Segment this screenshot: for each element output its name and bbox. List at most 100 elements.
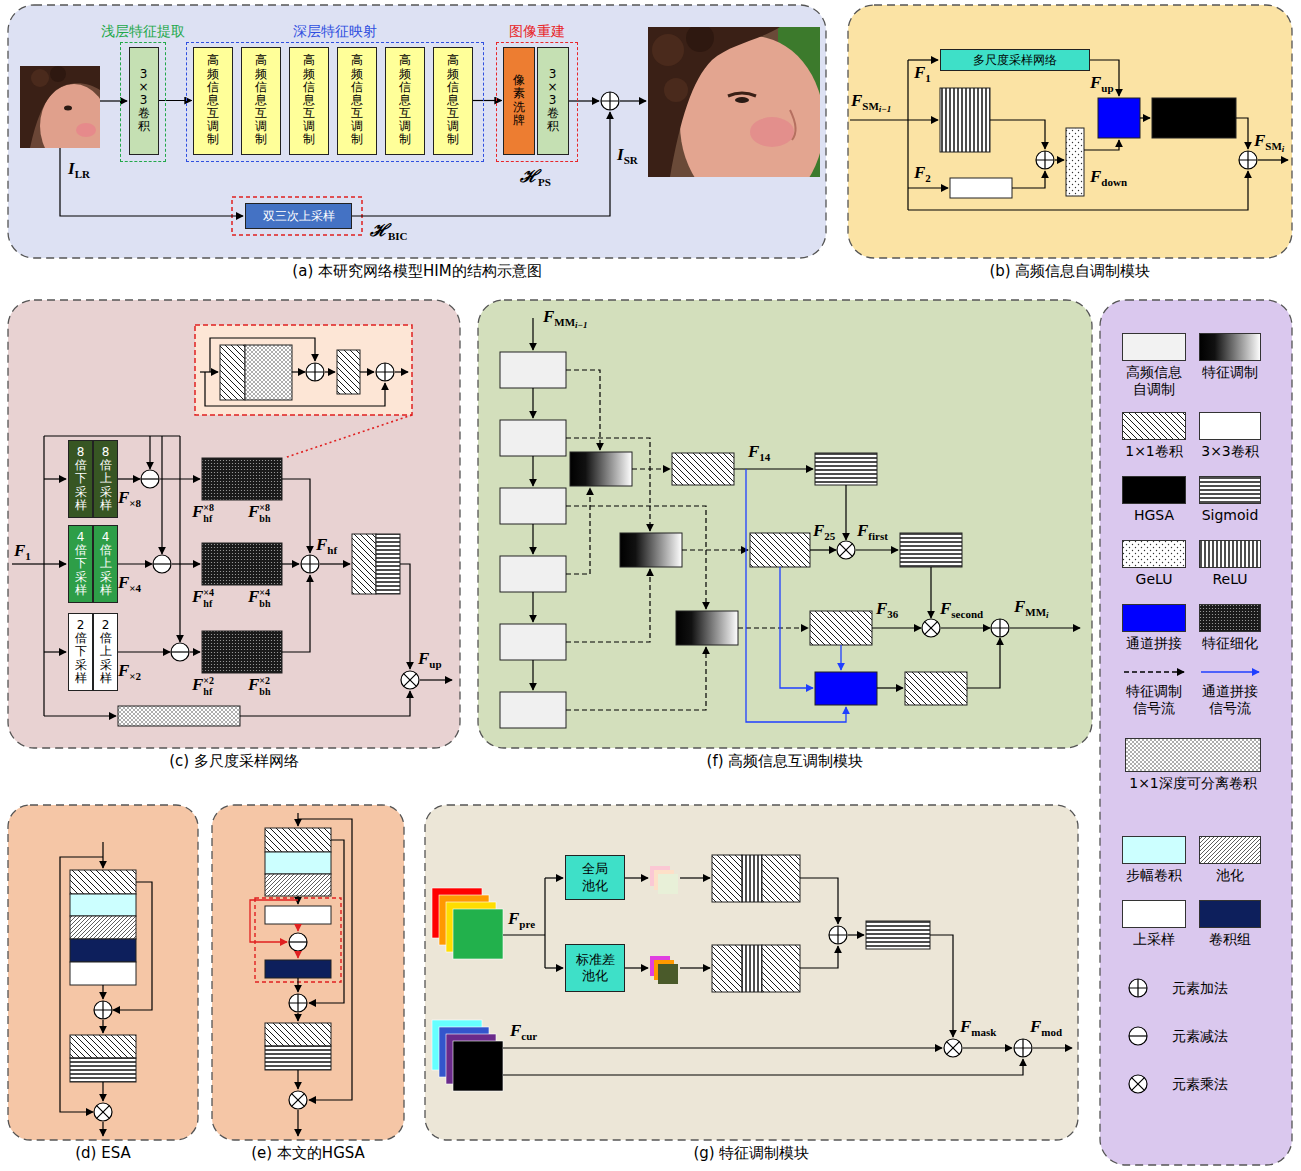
figure-path (102, 842, 103, 868)
figure-path (118, 563, 152, 564)
figure-path (102, 985, 103, 999)
figure-rect (500, 556, 566, 592)
panel-caption: (f) 高频信息互调制模块 (478, 752, 1092, 771)
signal-label: Fpre (508, 910, 535, 927)
figure-use (1014, 1039, 1032, 1057)
figure-path (44, 651, 66, 652)
figure-rect (70, 870, 136, 894)
math-part: bh (259, 514, 270, 525)
math-part: MMi−1 (554, 316, 587, 328)
figure-rect (762, 945, 800, 992)
panel-caption: (c) 多尺度采样网络 (8, 752, 460, 771)
figure-path (282, 479, 310, 553)
module-box: 高频信息互调制 (433, 47, 473, 155)
math-part: hf (203, 514, 214, 525)
figure-path (810, 549, 836, 550)
legend-pattern (1123, 541, 1186, 568)
box-label: 标准差池化 (574, 952, 616, 985)
math-part: LR (75, 168, 90, 180)
math-part: F (857, 521, 868, 540)
conv-box: 3×3卷积 (129, 47, 159, 155)
math-part: F (914, 163, 925, 182)
figure-rect (202, 458, 282, 500)
group-heading: 图像重建 (509, 23, 565, 41)
figure-path (282, 575, 310, 652)
panel-caption: (d) ESA (8, 1144, 198, 1162)
math-part: F (1254, 131, 1265, 150)
math-part: F (192, 587, 203, 606)
figure-path (210, 338, 315, 372)
figure-use (94, 1103, 112, 1121)
sampling-box: 2倍上采样 (93, 613, 118, 691)
legend-swatch (1122, 476, 1186, 504)
figure-rect (815, 453, 877, 485)
stage-group: 深层特征映射高频信息互调制高频信息互调制高频信息互调制高频信息互调制高频信息互调… (186, 42, 484, 162)
figure-rect (658, 874, 678, 894)
math-part: PS (538, 176, 551, 188)
panel-a-art (20, 24, 824, 235)
legend-swatch (1122, 333, 1186, 361)
signal-label: F×2 (118, 662, 141, 679)
figure-path (632, 468, 670, 469)
math-part: second (951, 608, 983, 620)
figure-rect (265, 1023, 331, 1046)
figure-rect (500, 692, 566, 728)
panel-caption: (g) 特征调制模块 (425, 1144, 1078, 1163)
legend-text: 步幅卷积 (1122, 867, 1186, 884)
math-part: mask (971, 1026, 996, 1038)
math-part: 1 (25, 550, 31, 562)
box-label: 高频信息互调制 (399, 54, 411, 146)
math-part: up (429, 658, 441, 670)
figure-path (532, 524, 533, 554)
legend-swatch (1199, 412, 1261, 440)
figure-path (284, 415, 412, 458)
figure-rect (1100, 300, 1292, 1165)
figure-rect (337, 350, 360, 394)
legend-entry: 步幅卷积 (1122, 836, 1186, 884)
legend-text: 1×1卷积 (1122, 443, 1186, 460)
figure-path (856, 549, 898, 550)
operator-symbol (1129, 979, 1147, 997)
figure-path (780, 567, 813, 688)
figure-path (746, 469, 846, 722)
figure-rect (1066, 128, 1084, 196)
figure-use (289, 1091, 307, 1109)
box-label: 3×3卷积 (547, 68, 559, 134)
figure-use (944, 1039, 962, 1057)
figure-ellipse (735, 97, 749, 103)
figure-path (840, 645, 841, 670)
figure-path (118, 478, 140, 479)
math-part: i−1 (575, 320, 587, 330)
legend-text: 元素加法 (1172, 980, 1228, 997)
figure-rect (950, 178, 1012, 198)
math-part: F (960, 1017, 971, 1036)
legend-pattern (1200, 837, 1261, 864)
box-label: 高频信息互调制 (207, 54, 219, 146)
conv-box: 3×3卷积 (537, 47, 569, 155)
stage-group: 图像重建像素洗牌3×3卷积 (496, 42, 578, 162)
figure-path (503, 1047, 942, 1048)
math-part: ×8 (203, 503, 214, 514)
sampling-box: 2倍下采样 (68, 613, 93, 691)
signal-label: ISR (617, 146, 638, 163)
figure-path (320, 563, 350, 564)
math-part: F (192, 502, 203, 521)
signal-label: Fsecond (940, 600, 983, 617)
legend-pattern (1126, 739, 1261, 772)
figure-path (297, 1070, 298, 1089)
box-label: 像素洗牌 (513, 74, 525, 127)
figure-rect (245, 345, 292, 400)
figure-rect (202, 631, 282, 673)
math-part: hf (327, 544, 337, 556)
math-part: F (508, 909, 519, 928)
figure-rect (70, 962, 136, 985)
math-part: F (543, 307, 554, 326)
figure-rect (712, 855, 742, 902)
figure-path (941, 627, 990, 628)
figure-rect (265, 1046, 331, 1070)
figure-path (569, 100, 599, 101)
signal-label: F2 (914, 164, 931, 181)
math-part: F (118, 488, 129, 507)
signal-label: Fup (1090, 74, 1114, 91)
